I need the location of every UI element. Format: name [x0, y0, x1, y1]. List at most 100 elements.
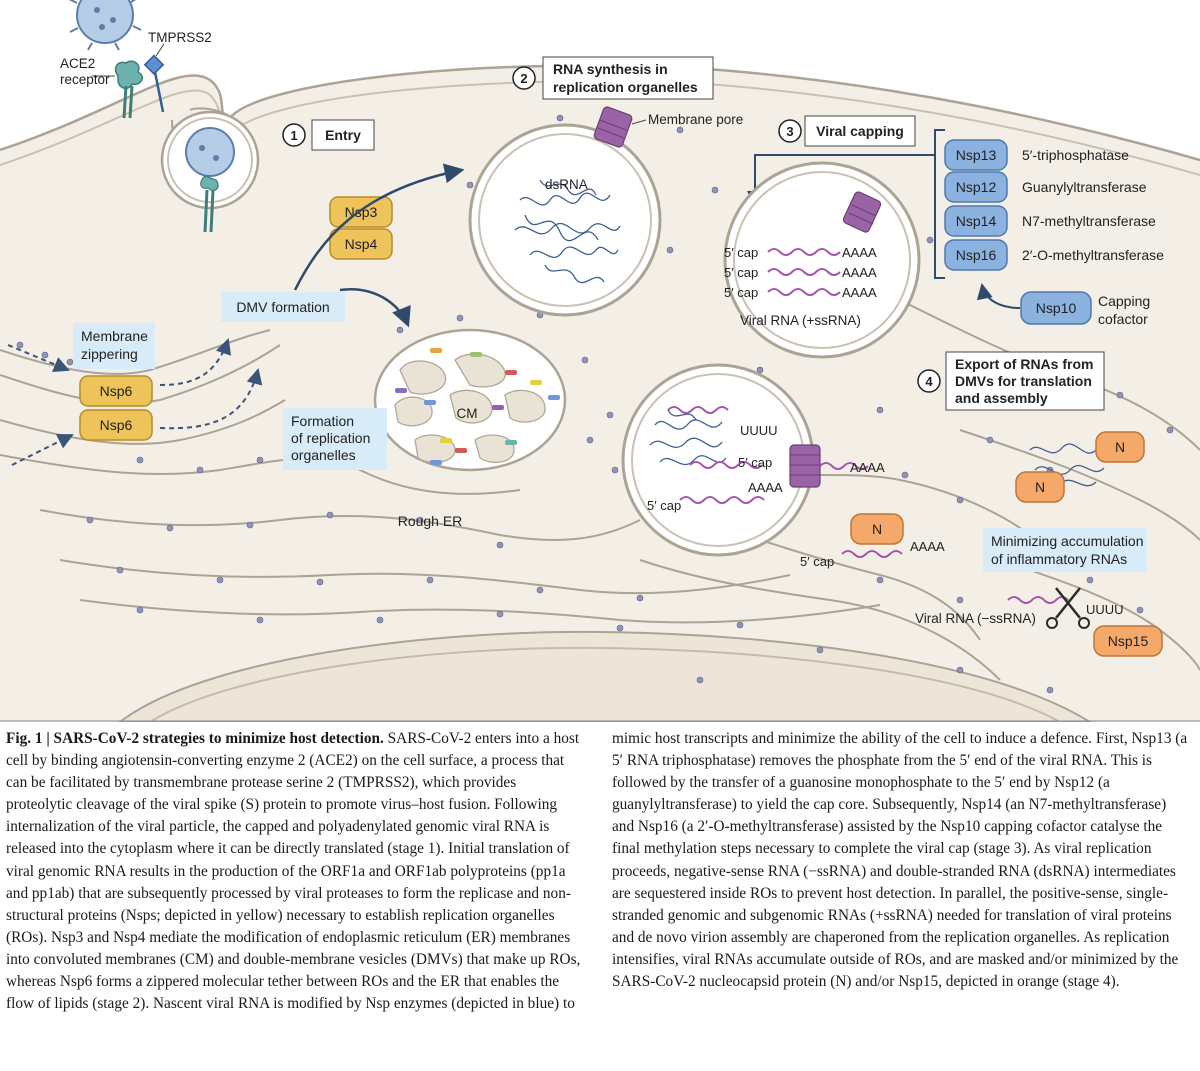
caption-left-column: Fig. 1 | SARS-CoV-2 strategies to minimi… [6, 728, 586, 1015]
caption-left-text: SARS-CoV-2 enters into a host cell by bi… [6, 730, 581, 1013]
polyu-label-2: UUUU [1086, 602, 1124, 617]
nsp16-function: 2′-O-methyltransferase [1022, 247, 1164, 263]
five-cap-label-6: 5′ cap [800, 554, 834, 569]
n-rna-cluster: N N [1015, 431, 1145, 503]
nsp12-label: Nsp12 [956, 179, 997, 195]
stage-4-title-line1: Export of RNAs from [955, 356, 1093, 372]
membrane-pore-export [789, 444, 821, 488]
n-bound-rna [841, 550, 903, 558]
nsp13-enzyme: Nsp13 5′-triphosphatase [944, 139, 1129, 171]
nsp4-label: Nsp4 [345, 236, 378, 252]
five-cap-label-2: 5′ cap [724, 265, 758, 280]
nsp15-enzyme: Nsp15 [1093, 625, 1163, 657]
formation-line1: Formation [291, 413, 354, 429]
stage-4-title-line3: and assembly [955, 390, 1048, 406]
caption-right-text: mimic host transcripts and minimize the … [612, 730, 1188, 991]
n-label-1: N [872, 521, 882, 537]
ribosomes [16, 114, 1174, 694]
nsp16-label: Nsp16 [956, 247, 997, 263]
polya-label-3: AAAA [842, 285, 877, 300]
nsp6-label-bottom: Nsp6 [100, 417, 133, 433]
neg-ssrna-strand [1007, 596, 1069, 604]
nsp6-protein-top: Nsp6 [79, 375, 153, 407]
viral-rna-pos-label: Viral RNA (+ssRNA) [740, 313, 861, 328]
membrane-pore-capping [842, 191, 882, 233]
nsp4-protein: Nsp4 [329, 228, 393, 260]
membrane-zippering-line2: zippering [81, 346, 138, 362]
caption-right-column: mimic host transcripts and minimize the … [612, 728, 1192, 993]
nsp10-label: Nsp10 [1036, 300, 1077, 316]
formation-callout: Formation of replication organelles [283, 408, 387, 470]
stage-2-number: 2 [520, 71, 527, 86]
stage-4-number: 4 [925, 374, 933, 389]
nsp6-label-top: Nsp6 [100, 383, 133, 399]
endocytic-vesicle [160, 107, 260, 233]
nsp13-label: Nsp13 [956, 147, 997, 163]
stage-2-label: 2 RNA synthesis in replication organelle… [512, 56, 714, 100]
cofactor-label: cofactor [1098, 311, 1148, 327]
five-cap-label-1: 5′ cap [724, 245, 758, 260]
membrane-zippering-line1: Membrane [81, 328, 148, 344]
dmv-dsrna: dsRNA [468, 123, 662, 317]
stage-3-label: 3 Viral capping [778, 115, 916, 147]
lipid-flow-arrows [7, 338, 263, 466]
membrane-pore-label: Membrane pore [648, 112, 743, 127]
dmv-formation-text: DMV formation [236, 299, 329, 315]
stage-2-title-line2: replication organelles [553, 79, 698, 95]
convoluted-membranes: CM [373, 328, 567, 472]
nsp10-arrow [976, 283, 1021, 309]
tmprss2-label: TMPRSS2 [148, 30, 212, 45]
nsp12-function: Guanylyltransferase [1022, 179, 1147, 195]
stage-1-label: 1 Entry [282, 119, 375, 151]
stage-4-title-line2: DMVs for translation [955, 373, 1092, 389]
tmprss2-protease [143, 43, 165, 113]
stage-2-title-line1: RNA synthesis in [553, 61, 668, 77]
stage-1-title: Entry [325, 127, 361, 143]
polyu-label-1: UUUU [740, 423, 778, 438]
nsp14-function: N7-methyltransferase [1022, 213, 1156, 229]
five-cap-label-5: 5′ cap [647, 498, 681, 513]
dsrna-label: dsRNA [545, 177, 588, 192]
nsp14-label: Nsp14 [956, 213, 997, 229]
caption-title: Fig. 1 | SARS-CoV-2 strategies to minimi… [6, 730, 384, 747]
nsp3-protein: Nsp3 [329, 196, 393, 228]
polya-label-1: AAAA [842, 245, 877, 260]
nucleus-envelope [118, 630, 1092, 722]
ace2-label: ACE2 [60, 56, 95, 71]
enzyme-bracket [934, 129, 945, 279]
nsp13-function: 5′-triphosphatase [1022, 147, 1129, 163]
polya-label-6: AAAA [910, 539, 945, 554]
five-cap-label-4: 5′ cap [738, 455, 772, 470]
polya-label-2: AAAA [842, 265, 877, 280]
minimizing-callout: Minimizing accumulation of inflammatory … [983, 528, 1147, 572]
formation-line2: of replication [291, 430, 370, 446]
stage-4-label: 4 Export of RNAs from DMVs for translati… [917, 351, 1105, 411]
nsp10-cofactor: Nsp10 Capping cofactor [1020, 291, 1150, 327]
polya-label-4: AAAA [748, 480, 783, 495]
formation-line3: organelles [291, 447, 356, 463]
stage-3-title: Viral capping [816, 123, 904, 139]
cm-label: CM [457, 406, 478, 421]
receptor-label: receptor [60, 72, 110, 87]
membrane-pore-top [593, 106, 647, 148]
nsp6-protein-bottom: Nsp6 [79, 409, 153, 441]
sars-cov2-diagram: ACE2 receptor TMPRSS2 1 Entry 2 RNA synt… [0, 0, 1200, 722]
membrane-zippering-callout: Membrane zippering [73, 323, 155, 369]
polya-label-5: AAAA [850, 460, 885, 475]
arrow-to-cm [339, 287, 411, 328]
five-cap-label-3: 5′ cap [724, 285, 758, 300]
minimizing-line1: Minimizing accumulation [991, 533, 1144, 549]
n-protein-bound: N [850, 513, 904, 545]
virus-particle-outside [68, 0, 142, 51]
minimizing-line2: of inflammatory RNAs [991, 551, 1127, 567]
arrow-to-dmv [293, 163, 465, 291]
nsp12-enzyme: Nsp12 Guanylyltransferase [944, 171, 1147, 203]
stage-3-number: 3 [786, 124, 793, 139]
stage-1-number: 1 [290, 128, 297, 143]
ace2-receptor [92, 60, 143, 119]
scissors-icon [1046, 587, 1090, 629]
rough-er-label: Rough ER [398, 513, 463, 529]
nsp15-label: Nsp15 [1108, 633, 1149, 649]
capped-rna-strands [767, 248, 841, 296]
dmv-formation-callout: DMV formation [221, 292, 345, 322]
